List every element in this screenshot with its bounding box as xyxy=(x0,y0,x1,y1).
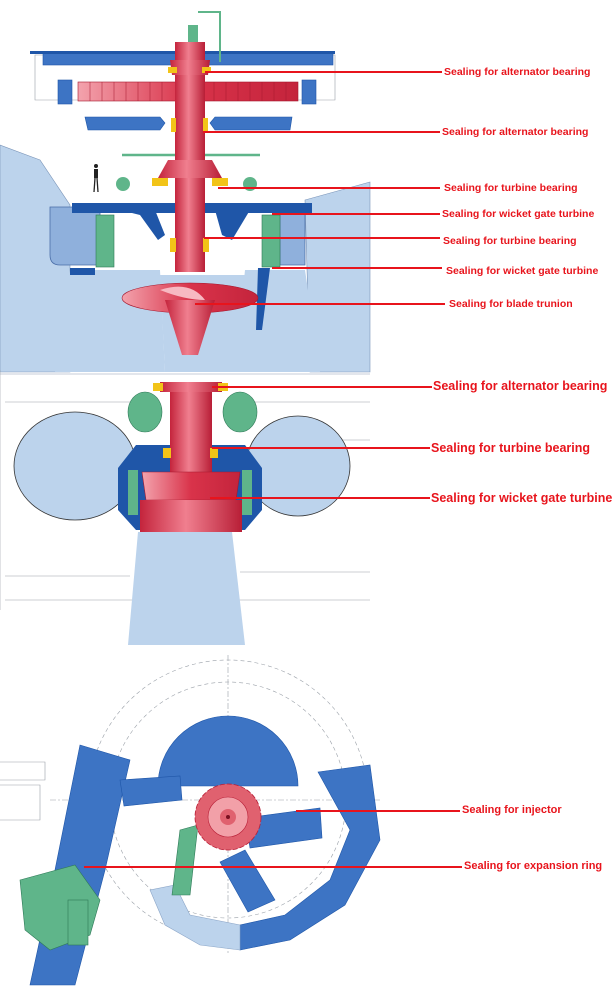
bearing-alt-lower-l xyxy=(171,118,176,132)
callout-label: Sealing for turbine bearing xyxy=(443,235,577,247)
draft-left xyxy=(55,270,165,372)
runner-hub xyxy=(165,300,215,355)
bearing-turb-r xyxy=(210,448,218,458)
bearing-alt-lower-r xyxy=(203,118,208,132)
francis-runner xyxy=(141,471,241,501)
pelton-turbine-panel xyxy=(0,655,462,986)
wicket-gate-left xyxy=(95,214,115,268)
servomotor-right xyxy=(222,391,258,433)
discharge-ring xyxy=(256,268,270,330)
callout-label: Sealing for alternator bearing xyxy=(433,379,608,393)
francis-turbine-panel xyxy=(0,370,432,645)
rotor-teeth xyxy=(89,82,287,101)
callout-label: Sealing for blade trunion xyxy=(449,298,573,310)
bearing-turb-l xyxy=(163,448,171,458)
runner-blade xyxy=(160,286,205,300)
bearing-turbine-lower-l xyxy=(170,238,176,252)
servomotor-left xyxy=(116,177,130,191)
bottom-ring-left xyxy=(70,268,95,275)
draft-tube xyxy=(128,532,245,645)
kaplan-turbine-panel xyxy=(0,11,445,373)
callout-label: Sealing for turbine bearing xyxy=(444,182,578,194)
distributor-ring xyxy=(239,764,381,951)
main-shaft xyxy=(175,42,205,272)
callout-label: Sealing for wicket gate turbine xyxy=(442,208,595,220)
injector-left xyxy=(119,775,183,807)
callout-label: Sealing for alternator bearing xyxy=(444,66,591,78)
bearing-alt-upper-l xyxy=(168,67,177,73)
callout-label: Sealing for wicket gate turbine xyxy=(431,491,613,505)
bearing-turbine-lower-r xyxy=(203,238,209,252)
callout-label: Sealing for alternator bearing xyxy=(442,126,589,138)
lower-bracket-right xyxy=(209,116,293,131)
stator-right xyxy=(301,79,317,105)
oil-pipe xyxy=(198,11,221,62)
wicket-gate-right xyxy=(242,470,252,515)
runner-housing xyxy=(157,715,299,787)
bearing-turbine-l xyxy=(152,178,168,186)
stay-ring-right xyxy=(279,206,306,266)
wicket-gate-right xyxy=(261,214,281,268)
valve-actuator xyxy=(67,899,89,946)
pelton-runner xyxy=(194,783,262,851)
shaft-coupling xyxy=(160,382,222,392)
bearing-alt-upper-r xyxy=(202,67,211,73)
oil-head xyxy=(188,25,198,42)
callout-label: Sealing for injector xyxy=(462,804,562,816)
stator-left xyxy=(57,79,73,105)
injector-green xyxy=(171,824,199,896)
callout-label: Sealing for wicket gate turbine xyxy=(446,265,599,277)
operator-figure-icon xyxy=(93,164,99,193)
head-cover-right xyxy=(215,210,250,240)
distributor-ring-end xyxy=(149,884,241,951)
shaft-flange xyxy=(158,160,222,178)
spiral-case-left xyxy=(13,411,137,521)
head-cover-left xyxy=(120,210,165,240)
inlet-pipe xyxy=(29,744,131,986)
callout-label: Sealing for turbine bearing xyxy=(431,441,591,455)
stay-ring-left xyxy=(49,206,101,266)
bearing-alt-l xyxy=(153,383,163,391)
servomotor-left xyxy=(127,391,163,433)
shaft-collar xyxy=(170,60,210,75)
injector-bottom xyxy=(219,849,276,913)
bearing-turbine-r xyxy=(212,178,228,186)
lower-bracket-left xyxy=(84,116,166,131)
callout-label: Sealing for expansion ring xyxy=(464,860,603,872)
main-shaft xyxy=(170,385,212,485)
runner-band xyxy=(140,500,242,532)
wicket-gate-left xyxy=(128,470,138,515)
